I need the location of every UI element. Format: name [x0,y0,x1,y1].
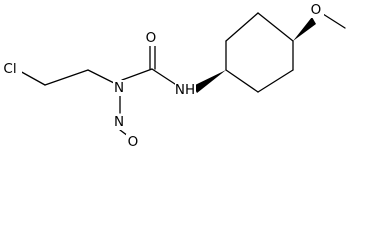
atom-cl-label: Cl [3,61,16,77]
bond-o-methyl [322,13,346,29]
bond-ring-2 [225,12,259,42]
atom-o-carbonyl-label: O [146,30,157,46]
wedge-bonds [193,17,316,93]
wedge-ring-o [293,17,316,41]
bond-n-carbonyl-c [121,68,153,81]
molecule-structure: Cl N N O O NH O [0,2,346,150]
bond-cl-c1 [17,69,46,86]
atom-nh-label: NH [175,82,195,98]
bond-ring-3 [257,12,294,42]
bond-c2-n [87,69,115,84]
bond-carbonyl-c-nh [151,68,179,87]
atom-o-carbonyl: O [144,30,159,46]
atom-n-amide: N [113,80,126,96]
bond-ring-5 [257,69,294,93]
atom-n-amide-label: N [114,80,124,96]
atom-n-nitroso: N [113,114,126,130]
atom-o-nitroso-label: O [128,134,139,150]
atom-o-nitroso: O [126,134,141,150]
bond-ring-6 [225,69,259,93]
atom-cl: Cl [0,61,22,77]
atom-o-methoxy: O [309,2,324,18]
bond-c1-c2 [44,69,89,86]
atom-nh: NH [175,82,196,98]
atom-o-methoxy-label: O [311,2,322,18]
atom-n-nitroso-label: N [114,114,124,130]
bonds [17,12,346,137]
wedge-nh-ring [193,70,226,93]
atom-labels: Cl N N O O NH O [0,2,324,150]
